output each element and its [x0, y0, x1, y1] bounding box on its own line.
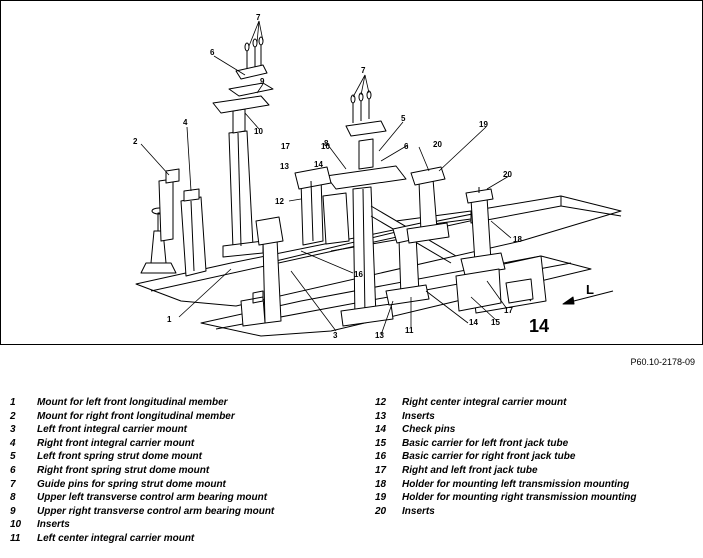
callout-4: 4: [183, 118, 188, 127]
callout-12: 12: [275, 197, 284, 206]
callout-10-left: 10: [254, 127, 263, 136]
callout-14-upper: 14: [314, 160, 323, 169]
callout-16: 16: [354, 270, 363, 279]
callout-13-upper: 13: [280, 162, 289, 171]
assembly-diagram: 1 2 3 4 5 6 7 7 6 8 9 10 10 11 12 13 13 …: [0, 0, 703, 345]
holder-right-transmission: [406, 166, 450, 244]
callout-2: 2: [133, 137, 138, 146]
leader-lines: [140, 20, 512, 336]
callout-1: 1: [167, 315, 172, 324]
jack-tube-right: [455, 187, 506, 312]
callout-6-left: 6: [210, 48, 215, 57]
mount-right-front-longitudinal: [158, 168, 180, 242]
callout-17-lower: 17: [504, 306, 513, 315]
callout-9: 9: [260, 77, 265, 86]
tower-right-spring-strut: [212, 36, 274, 258]
view-number: 14: [529, 316, 549, 336]
callout-18: 18: [513, 235, 522, 244]
callout-10-center: 10: [321, 142, 330, 151]
callout-13-lower: 13: [375, 331, 384, 340]
callout-6-right: 6: [404, 142, 409, 151]
callout-11: 11: [405, 326, 414, 335]
callout-19: 19: [479, 120, 488, 129]
callout-3: 3: [333, 331, 338, 340]
callout-7-left: 7: [256, 13, 261, 22]
callout-20-upper: 20: [433, 140, 442, 149]
callout-labels: 1 2 3 4 5 6 7 7 6 8 9 10 10 11 12 13 13 …: [133, 13, 522, 340]
callout-15: 15: [491, 318, 500, 327]
diagram-drawing: 1 2 3 4 5 6 7 7 6 8 9 10 10 11 12 13 13 …: [133, 13, 622, 340]
callout-14-lower: 14: [469, 318, 478, 327]
callout-17-upper: 17: [281, 142, 290, 151]
callout-7-right: 7: [361, 66, 366, 75]
callout-8: 8: [324, 139, 329, 148]
center-integral-mount: [294, 166, 350, 246]
callout-5: 5: [401, 114, 406, 123]
direction-arrow: [562, 290, 614, 305]
direction-label: L: [586, 282, 594, 297]
tower-left-spring-strut: [325, 90, 407, 327]
callout-20-lower: 20: [503, 170, 512, 179]
mount-right-front-integral: [180, 188, 207, 277]
figure-reference: P60.10-2178-09: [630, 357, 695, 367]
jack-tube-left-stand: [240, 216, 284, 327]
